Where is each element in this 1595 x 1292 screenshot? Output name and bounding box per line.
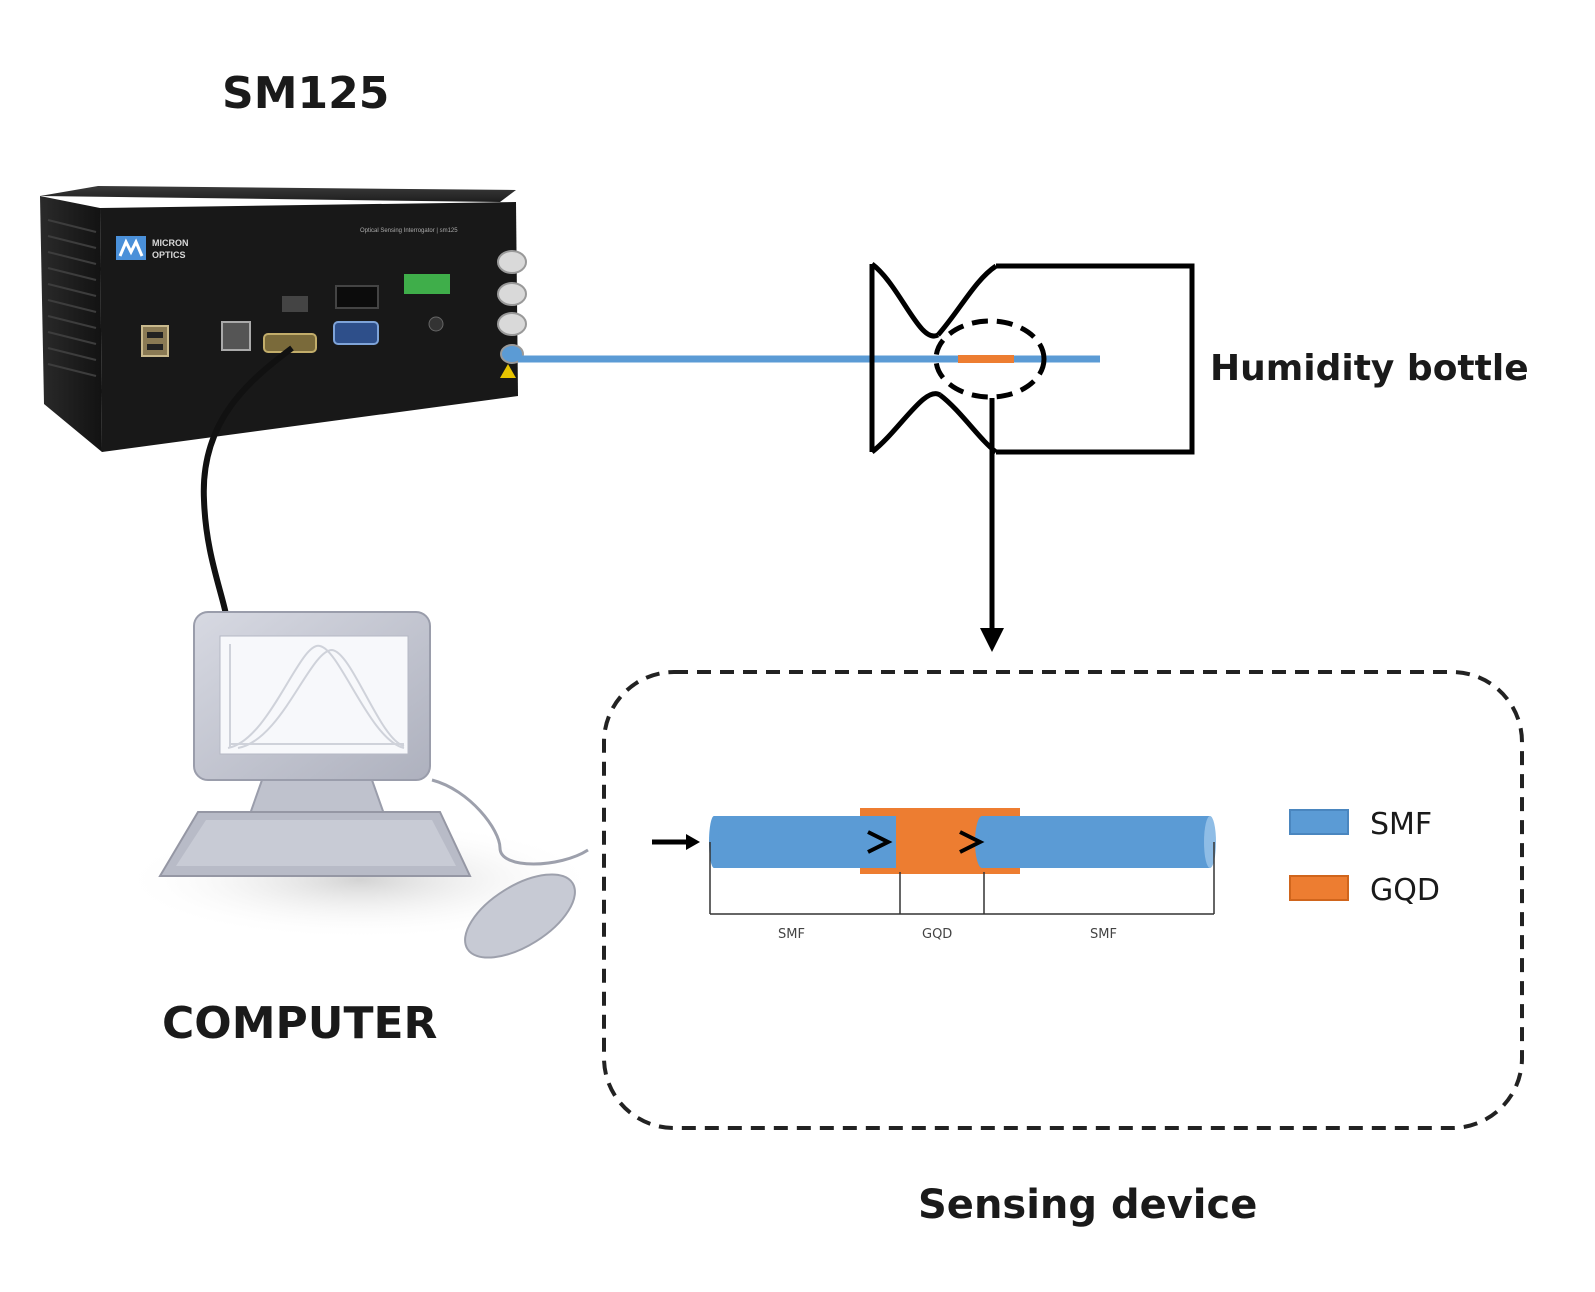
ethernet-port-icon xyxy=(221,321,251,351)
input-light-arrow xyxy=(652,834,700,850)
legend-swatch-smf xyxy=(1289,809,1349,835)
usb-port-icon xyxy=(141,325,169,357)
zoom-arrow xyxy=(980,398,1004,652)
segment-label-gqd: GQD xyxy=(922,927,952,942)
sensing-device-label: Sensing device xyxy=(918,1182,1257,1228)
taper-left-icon xyxy=(867,830,893,854)
legend-label-gqd: GQD xyxy=(1370,873,1440,908)
display-icon xyxy=(404,274,450,294)
interrogator-label: SM125 xyxy=(222,68,389,119)
vga-port-icon xyxy=(333,321,379,345)
spectrum-plot-icon xyxy=(227,644,405,749)
computer xyxy=(120,611,600,959)
data-cable xyxy=(200,345,294,629)
humidity-bottle-label: Humidity bottle xyxy=(1210,348,1529,389)
power-switch-icon xyxy=(335,285,379,309)
fiber-connector-icon xyxy=(497,250,527,364)
svg-text:MICRON: MICRON xyxy=(152,238,189,248)
micron-optics-logo: MICRON OPTICS xyxy=(116,236,189,260)
segment-label-smf-left: SMF xyxy=(778,927,805,942)
taper-right-icon xyxy=(959,830,985,854)
sensor-zoom-circle xyxy=(933,318,1047,400)
mouse-icon xyxy=(464,873,576,959)
sm125-device: MICRON OPTICS Optical Sensing Interrogat… xyxy=(40,186,527,452)
smf-right xyxy=(982,816,1210,868)
legend-swatch-gqd xyxy=(1289,875,1349,901)
segment-label-smf-right: SMF xyxy=(1090,927,1117,942)
panel-text: Optical Sensing Interrogator | sm125 xyxy=(360,228,458,234)
smf-left xyxy=(714,816,896,868)
dimension-lines xyxy=(709,842,1215,915)
fiber-structure xyxy=(709,808,1216,874)
sensing-device-box xyxy=(602,670,1524,1130)
legend-label-smf: SMF xyxy=(1370,807,1432,842)
computer-label: COMPUTER xyxy=(162,998,437,1049)
svg-text:OPTICS: OPTICS xyxy=(152,250,186,260)
legend: SMF GQD xyxy=(1289,807,1440,908)
